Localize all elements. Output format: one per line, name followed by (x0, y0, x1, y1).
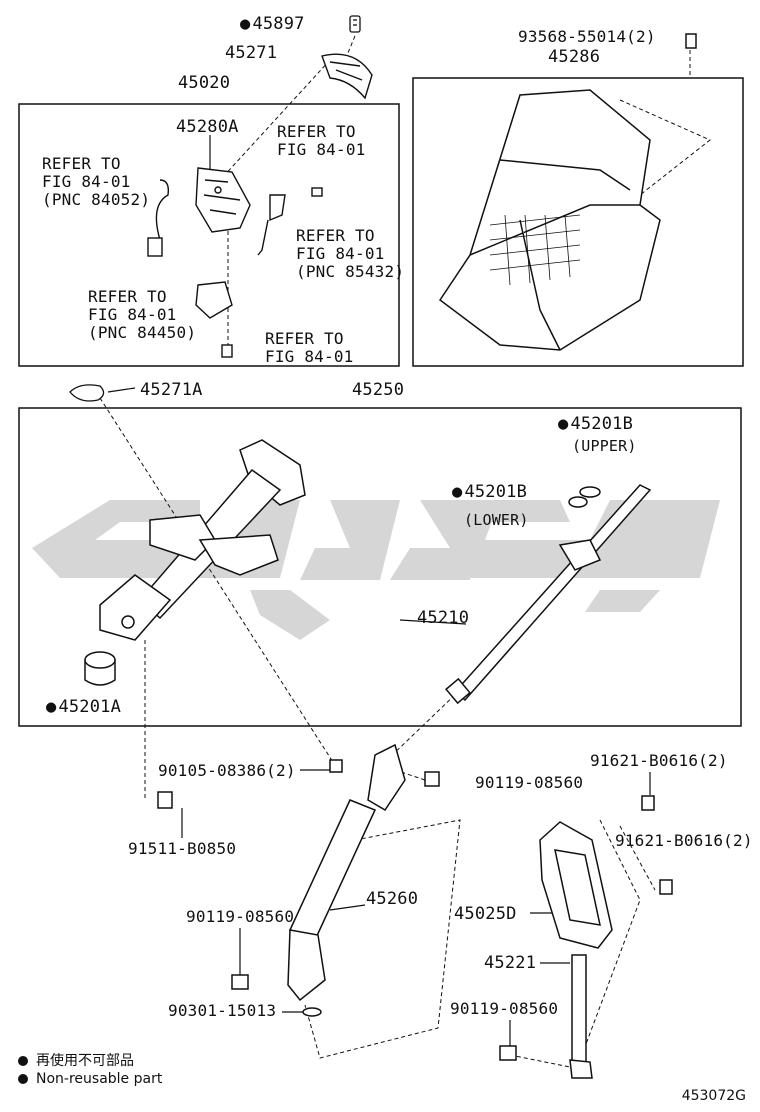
label-45280A: 45280A (176, 117, 239, 137)
label-45201A: 45201A (46, 698, 121, 716)
refer-note-2-line1: REFER TO (42, 154, 121, 173)
refer-note-1: REFER TO FIG 84-01 (277, 123, 366, 159)
label-90105: 90105-08386(2) (158, 761, 296, 780)
column-assembly-45250 (84, 439, 306, 686)
refer-note-5-line1: REFER TO (265, 329, 344, 348)
refer-note-3-line2: FIG 84-01 (296, 244, 385, 263)
frame-45020 (18, 103, 400, 367)
clip-45271A (69, 384, 105, 402)
refer-note-5: REFER TO FIG 84-01 (265, 330, 354, 366)
refer-note-2-line2: FIG 84-01 (42, 172, 131, 191)
refer-note-4-line1: REFER TO (88, 287, 167, 306)
label-93568: 93568-55014(2) (518, 27, 656, 46)
label-45897: 45897 (240, 15, 305, 33)
refer-note-4: REFER TO FIG 84-01 (PNC 84450) (88, 288, 196, 342)
refer-note-2: REFER TO FIG 84-01 (PNC 84052) (42, 155, 150, 209)
figure-code: 453072G (681, 1088, 746, 1104)
label-90119-b: 90119-08560 (186, 907, 295, 926)
label-upper: (UPPER) (572, 437, 637, 455)
label-45201B-lower: 45201B (452, 483, 527, 501)
refer-note-4-line2: FIG 84-01 (88, 305, 177, 324)
refer-note-5-line2: FIG 84-01 (265, 347, 354, 366)
label-45020: 45020 (178, 73, 231, 93)
shaft-45221 (157, 791, 593, 1079)
switch-assembly-45280A (147, 167, 323, 358)
bracket-45271 (321, 53, 373, 100)
label-91511: 91511-B0850 (128, 839, 237, 858)
shaft-45210 (445, 484, 652, 705)
label-45025D: 45025D (454, 904, 517, 924)
refer-note-1-line1: REFER TO (277, 122, 356, 141)
refer-note-3-line3: (PNC 85432) (296, 262, 405, 281)
label-45221: 45221 (484, 953, 537, 973)
legend-line-1: 再使用不可部品 (18, 1050, 134, 1070)
frame-45286 (412, 77, 744, 367)
shaft-45260 (231, 743, 440, 1017)
refer-note-1-line2: FIG 84-01 (277, 140, 366, 159)
label-91621-a: 91621-B0616(2) (590, 751, 728, 770)
refer-note-3: REFER TO FIG 84-01 (PNC 85432) (296, 227, 404, 281)
label-90119-c: 90119-08560 (450, 999, 559, 1018)
bullet-icon (18, 1056, 28, 1066)
label-lower: (LOWER) (464, 511, 529, 529)
refer-note-4-line3: (PNC 84450) (88, 323, 197, 342)
cover-45286 (438, 33, 697, 351)
label-90301: 90301-15013 (168, 1001, 277, 1020)
legend-text-2: Non-reusable part (36, 1071, 163, 1087)
bracket-45025D (539, 795, 673, 949)
label-45271: 45271 (225, 43, 278, 63)
label-45250: 45250 (352, 380, 405, 400)
label-45286: 45286 (548, 47, 601, 67)
solid-leaders (107, 135, 651, 1048)
refer-note-3-line1: REFER TO (296, 226, 375, 245)
bolt-45897 (349, 15, 361, 33)
frame-45250 (18, 407, 742, 727)
label-45210: 45210 (417, 608, 470, 628)
label-90119-a: 90119-08560 (475, 773, 584, 792)
bullet-icon (18, 1074, 28, 1084)
label-45260: 45260 (366, 889, 419, 909)
legend-line-2: Non-reusable part (18, 1071, 162, 1087)
label-45271A: 45271A (140, 380, 203, 400)
legend-text-1: 再使用不可部品 (36, 1053, 134, 1069)
refer-note-2-line3: (PNC 84052) (42, 190, 151, 209)
label-45201B-upper: 45201B (558, 415, 633, 433)
label-91621-b: 91621-B0616(2) (615, 831, 753, 850)
